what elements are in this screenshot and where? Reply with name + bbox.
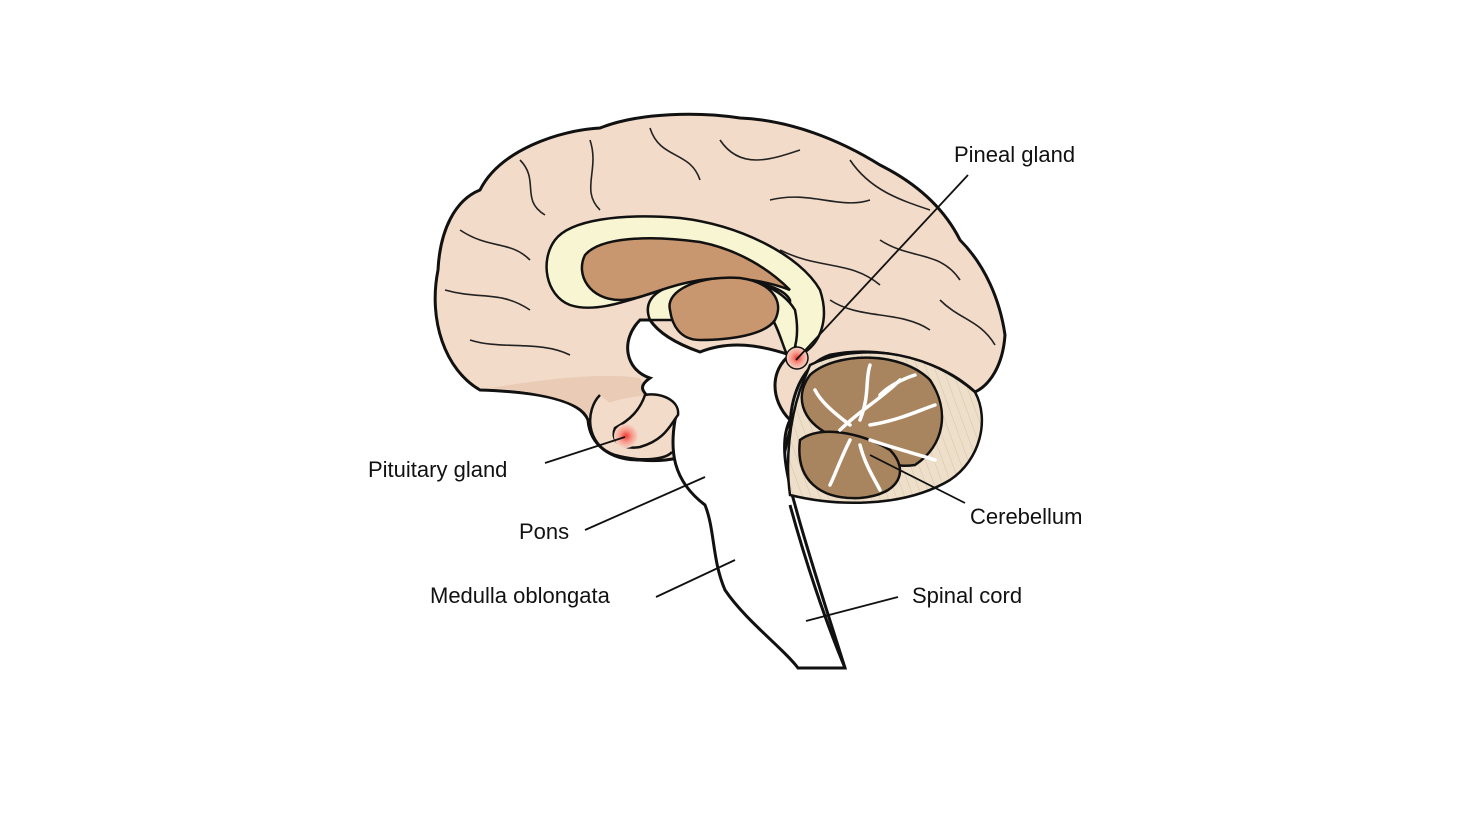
label-spinal-cord: Spinal cord [912, 583, 1022, 608]
label-cerebellum: Cerebellum [970, 504, 1083, 529]
thalamus [668, 276, 780, 342]
pituitary-gland [614, 424, 638, 448]
label-pituitary-gland: Pituitary gland [368, 457, 507, 482]
label-medulla-oblongata: Medulla oblongata [430, 583, 611, 608]
label-pons: Pons [519, 519, 569, 544]
leader-lines [544, 174, 969, 622]
lateral-ventricle [580, 237, 791, 302]
gyri-lines [444, 127, 996, 356]
temporal-lobe-shade [490, 375, 650, 418]
arbor-vitae [813, 363, 937, 492]
label-pineal-gland: Pineal gland [954, 142, 1075, 167]
spinal-cord-edge [788, 504, 847, 669]
